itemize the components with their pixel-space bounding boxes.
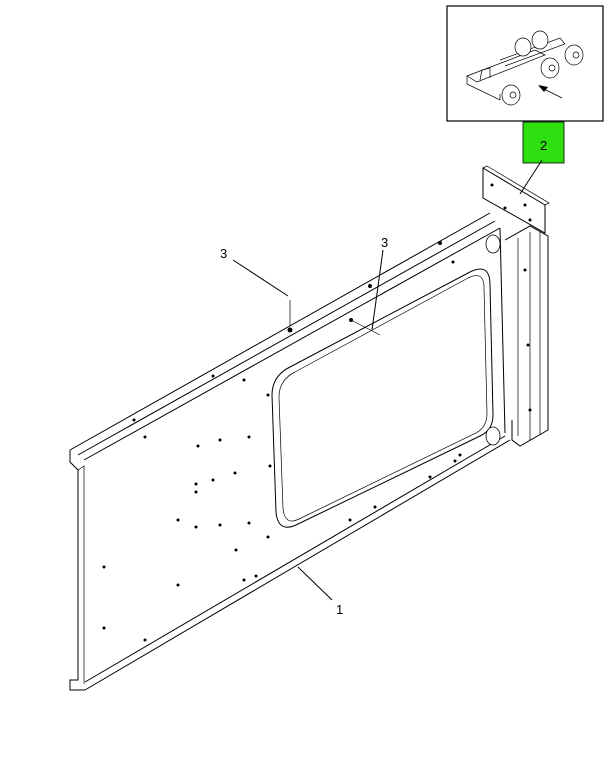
callout-2[interactable]: 2: [540, 138, 547, 153]
callout-3-right[interactable]: 3: [381, 235, 388, 250]
leader-lines: [232, 159, 543, 601]
mounting-holes: [102, 183, 532, 642]
view-arrow-icon: [538, 85, 548, 92]
callout-2-highlight[interactable]: [522, 121, 565, 164]
callout-1[interactable]: 1: [336, 602, 343, 617]
vehicle-chassis-locator-icon: [466, 30, 584, 106]
callout-3-left[interactable]: 3: [220, 246, 227, 261]
side-panel-part: [69, 165, 550, 691]
inset-locator: [446, 5, 604, 122]
